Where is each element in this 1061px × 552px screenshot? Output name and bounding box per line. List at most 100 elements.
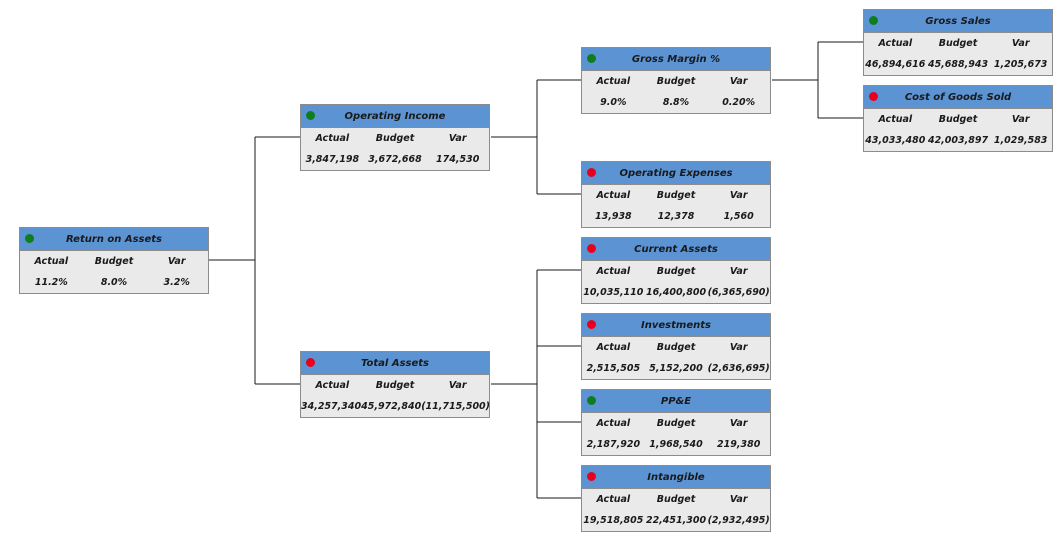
actual-label: Actual [596,76,631,87]
values-row: 10,035,110 16,400,800 (6,365,690) [582,282,770,303]
values-row: 2,187,920 1,968,540 219,380 [582,434,770,455]
var-label: Var [729,418,748,429]
values-row: 2,515,505 5,152,200 (2,636,695) [582,358,770,379]
status-indicator-icon [587,168,596,177]
var-label: Var [1011,114,1030,125]
var-label: Var [1011,38,1030,49]
var-value: 1,560 [723,211,754,222]
budget-label: Budget [375,133,415,144]
node-header: Investments [582,314,770,337]
budget-label: Budget [656,76,696,87]
budget-value: 8.0% [100,277,128,288]
node-title: Gross Sales [925,15,991,27]
column-labels-row: Actual Budget Var [864,33,1052,54]
actual-value: 9.0% [600,97,627,108]
status-indicator-icon [587,244,596,253]
node-ppe: PP&E Actual Budget Var 2,187,920 1,968,5… [581,389,771,456]
node-title: Investments [641,319,711,331]
var-label: Var [729,266,748,277]
node-title: Current Assets [634,243,718,255]
budget-label: Budget [656,266,696,277]
node-header: Operating Income [301,105,489,128]
var-value: (2,636,695) [707,363,770,374]
node-header: Current Assets [582,238,770,261]
budget-label: Budget [938,114,978,125]
node-total-assets: Total Assets Actual Budget Var 34,257,34… [300,351,490,418]
budget-value: 1,968,540 [649,439,703,450]
actual-value: 34,257,340 [301,401,362,412]
var-value: (6,365,690) [707,287,770,298]
budget-value: 12,378 [657,211,695,222]
node-operating-income: Operating Income Actual Budget Var 3,847… [300,104,490,171]
values-row: 13,938 12,378 1,560 [582,206,770,227]
column-labels-row: Actual Budget Var [582,71,770,92]
column-labels-row: Actual Budget Var [20,251,208,272]
node-title: Gross Margin % [631,53,721,65]
budget-value: 22,451,300 [645,515,707,526]
column-labels-row: Actual Budget Var [582,413,770,434]
node-header: Gross Sales [864,10,1052,33]
budget-label: Budget [656,494,696,505]
budget-value: 5,152,200 [649,363,703,374]
actual-value: 10,035,110 [583,287,644,298]
node-header: PP&E [582,390,770,413]
budget-label: Budget [375,380,415,391]
node-title: Cost of Goods Sold [904,91,1012,103]
node-header: Gross Margin % [582,48,770,71]
actual-label: Actual [315,133,350,144]
var-value: 0.20% [722,97,756,108]
node-title: Return on Assets [65,233,163,245]
var-value: 174,530 [436,154,480,165]
node-investments: Investments Actual Budget Var 2,515,505 … [581,313,771,380]
actual-value: 2,515,505 [586,363,641,374]
status-indicator-icon [587,472,596,481]
budget-label: Budget [656,190,696,201]
actual-value: 2,187,920 [586,439,641,450]
actual-value: 3,847,198 [305,154,360,165]
var-value: (2,932,495) [707,515,770,526]
node-header: Intangible [582,466,770,489]
node-header: Return on Assets [20,228,208,251]
node-intangible: Intangible Actual Budget Var 19,518,805 … [581,465,771,532]
node-return-on-assets: Return on Assets Actual Budget Var 11.2%… [19,227,209,294]
column-labels-row: Actual Budget Var [582,261,770,282]
node-title: Operating Income [344,110,446,122]
values-row: 3,847,198 3,672,668 174,530 [301,149,489,170]
values-row: 46,894,616 45,688,943 1,205,673 [864,54,1052,75]
node-title: Operating Expenses [619,167,733,179]
node-header: Cost of Goods Sold [864,86,1052,109]
var-label: Var [448,133,467,144]
node-gross-margin: Gross Margin % Actual Budget Var 9.0% 8.… [581,47,771,114]
var-label: Var [729,342,748,353]
values-row: 34,257,340 45,972,840 (11,715,500) [301,396,490,417]
budget-label: Budget [938,38,978,49]
actual-label: Actual [878,38,913,49]
actual-value: 43,033,480 [865,135,926,146]
actual-value: 46,894,616 [865,59,926,70]
actual-label: Actual [596,342,631,353]
node-current-assets: Current Assets Actual Budget Var 10,035,… [581,237,771,304]
var-label: Var [167,256,186,267]
actual-value: 13,938 [595,211,632,222]
actual-label: Actual [596,266,631,277]
values-row: 9.0% 8.8% 0.20% [582,92,770,113]
node-header: Operating Expenses [582,162,770,185]
column-labels-row: Actual Budget Var [582,185,770,206]
budget-value: 45,972,840 [361,401,422,412]
actual-label: Actual [34,256,69,267]
var-label: Var [448,380,467,391]
node-gross-sales: Gross Sales Actual Budget Var 46,894,616… [863,9,1053,76]
values-row: 43,033,480 42,003,897 1,029,583 [864,130,1052,151]
var-label: Var [729,190,748,201]
budget-label: Budget [94,256,134,267]
budget-label: Budget [656,418,696,429]
status-indicator-icon [587,396,596,405]
status-indicator-icon [869,92,878,101]
node-cost-of-goods-sold: Cost of Goods Sold Actual Budget Var 43,… [863,85,1053,152]
column-labels-row: Actual Budget Var [582,337,770,358]
column-labels-row: Actual Budget Var [864,109,1052,130]
actual-value: 11.2% [34,277,68,288]
actual-label: Actual [878,114,913,125]
budget-value: 3,672,668 [368,154,422,165]
